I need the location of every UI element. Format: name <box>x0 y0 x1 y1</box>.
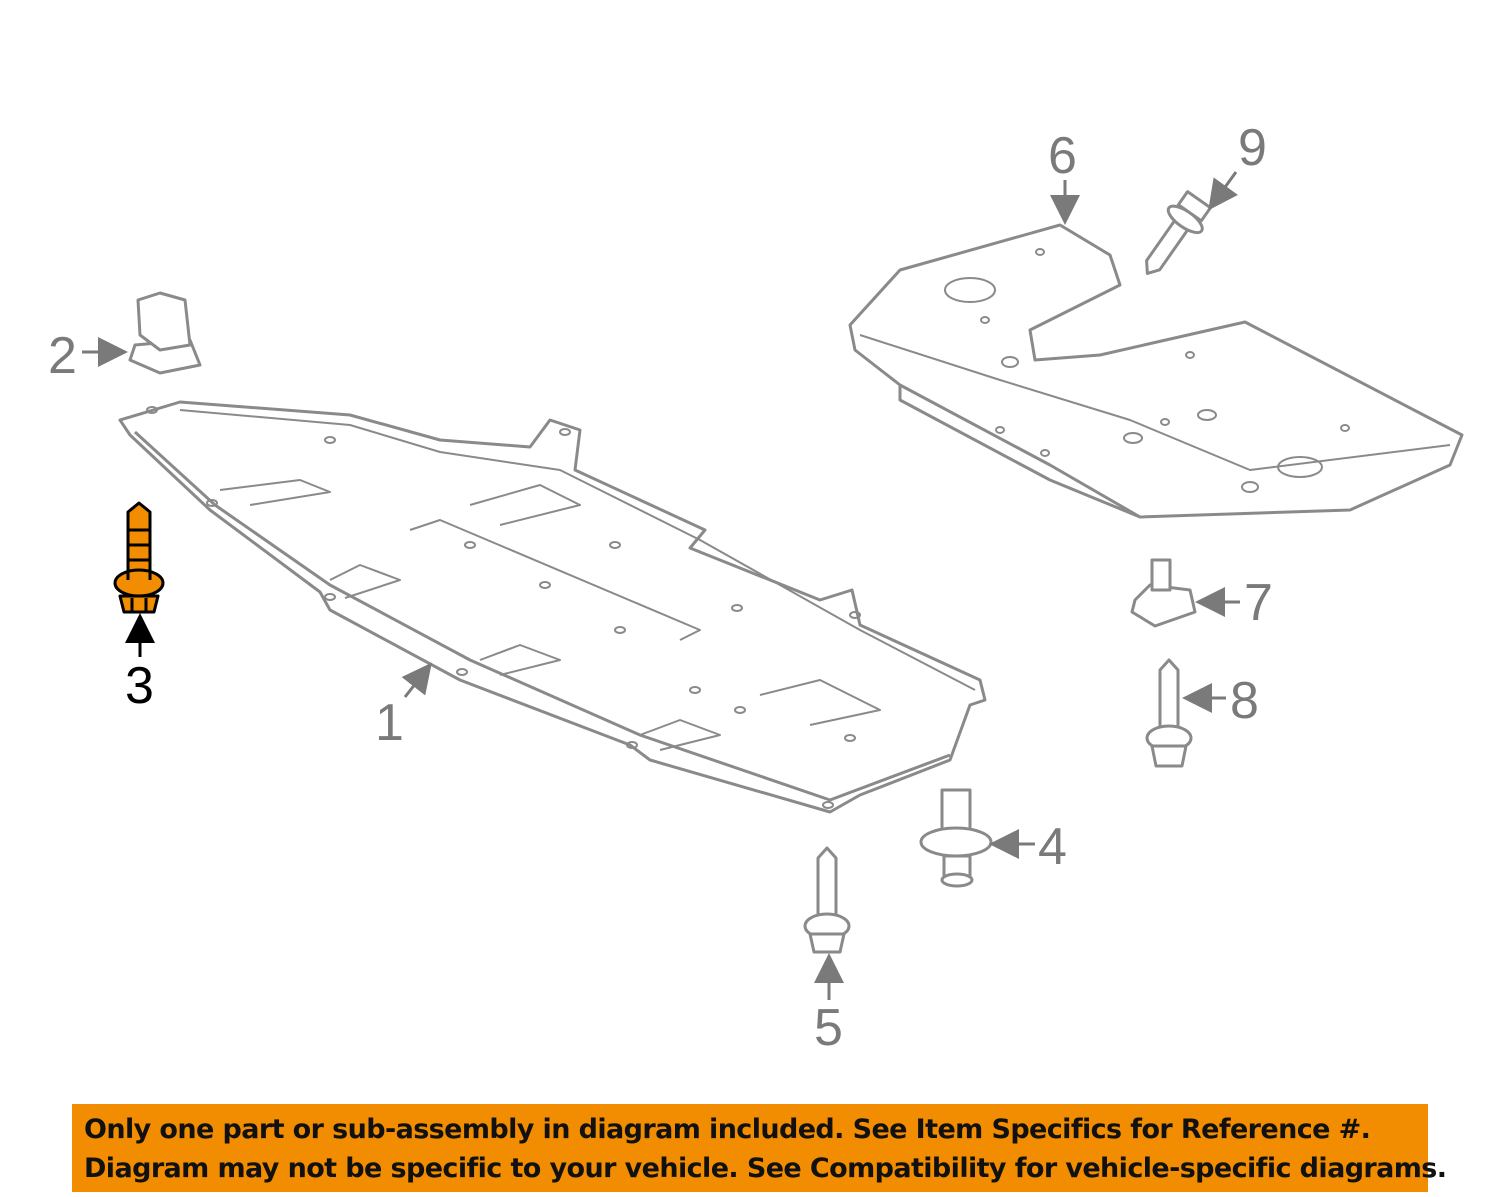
part-4-push-clip <box>919 788 993 888</box>
callout-8: 8 <box>1230 672 1259 730</box>
callout-4: 4 <box>1038 818 1067 876</box>
callout-9: 9 <box>1238 119 1267 177</box>
callout-6: 6 <box>1048 127 1077 185</box>
disclaimer-line-2: Diagram may not be specific to your vehi… <box>84 1153 1447 1184</box>
part-7-clip-nut <box>1130 558 1197 628</box>
callout-7: 7 <box>1244 574 1273 632</box>
callout-1: 1 <box>375 694 404 752</box>
part-5-bolt <box>803 846 851 954</box>
callout-3: 3 <box>125 657 154 715</box>
leader-9 <box>1208 171 1238 211</box>
part-1-engine-under-shield <box>118 400 987 814</box>
leader-1 <box>401 662 432 698</box>
part-3-bolt-highlighted <box>113 501 165 614</box>
callout-5: 5 <box>814 999 843 1057</box>
disclaimer-line-1: Only one part or sub-assembly in diagram… <box>84 1114 1371 1145</box>
callout-2: 2 <box>48 327 77 385</box>
part-2-clip <box>128 291 202 375</box>
part-8-bolt <box>1145 658 1193 768</box>
disclaimer-banner: Only one part or sub-assembly in diagram… <box>72 1104 1447 1192</box>
part-9-bolt <box>1145 190 1212 275</box>
part-6-rear-under-shield <box>848 223 1464 519</box>
